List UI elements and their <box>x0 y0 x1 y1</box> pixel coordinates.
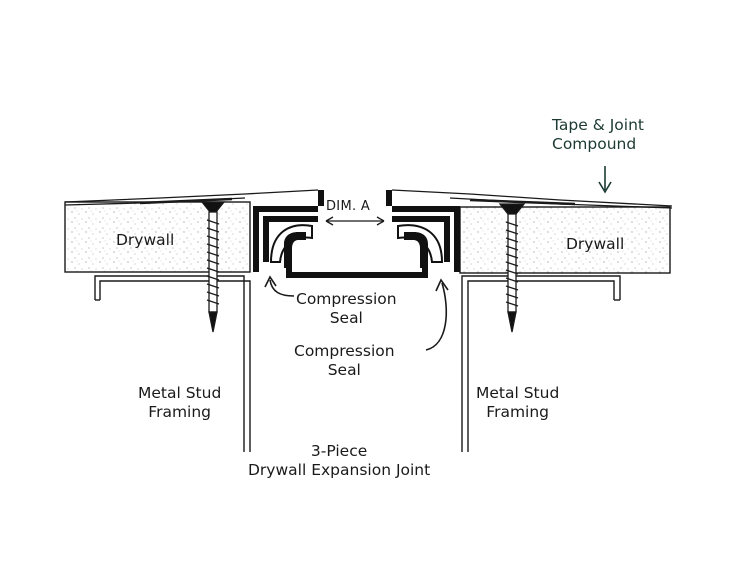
compression-seal-lower-line2: Seal <box>327 361 361 379</box>
joint-profile-right <box>386 190 460 272</box>
center-channel <box>286 268 428 278</box>
compression-seal-upper-label: Compression Seal <box>296 290 397 328</box>
metal-stud-left <box>94 275 251 452</box>
dim-a-label: DIM. A <box>326 199 371 214</box>
diagram-caption: 3-Piece Drywall Expansion Joint <box>248 442 430 480</box>
seal-lower-arrow <box>425 278 449 351</box>
drywall-left-label: Drywall <box>116 231 175 249</box>
joint-compound-layer <box>64 189 673 209</box>
tape-joint-label-line2: Compound <box>552 135 637 153</box>
tape-callout-arrow <box>598 166 612 194</box>
compression-seal-upper-line1: Compression <box>296 290 397 308</box>
drywall-left-board <box>64 201 251 273</box>
metal-stud-right-line1: Metal Stud <box>476 384 560 402</box>
screw-left <box>200 201 226 333</box>
diagram-caption-line1: 3-Piece <box>310 442 368 460</box>
metal-stud-right-label: Metal Stud Framing <box>476 384 559 422</box>
compression-seal-upper-line2: Seal <box>329 309 363 327</box>
compression-seal-lower-label: Compression Seal <box>294 342 395 380</box>
joint-profile-left <box>253 190 324 272</box>
dim-a-dimension <box>325 216 385 226</box>
metal-stud-left-line1: Metal Stud <box>138 384 222 402</box>
metal-stud-right-line2: Framing <box>486 403 550 421</box>
seal-upper-arrow <box>264 275 295 297</box>
tape-joint-label-line1: Tape & Joint <box>552 116 644 134</box>
tape-joint-label: Tape & Joint Compound <box>552 116 644 154</box>
metal-stud-left-line2: Framing <box>148 403 212 421</box>
compression-seal-lower-line1: Compression <box>294 342 395 360</box>
diagram-caption-line2: Drywall Expansion Joint <box>248 461 431 479</box>
drywall-right-board <box>459 206 671 274</box>
metal-stud-left-label: Metal Stud Framing <box>138 384 221 422</box>
drywall-right-label: Drywall <box>566 235 625 253</box>
screw-right <box>498 203 526 333</box>
metal-stud-right <box>461 275 621 452</box>
